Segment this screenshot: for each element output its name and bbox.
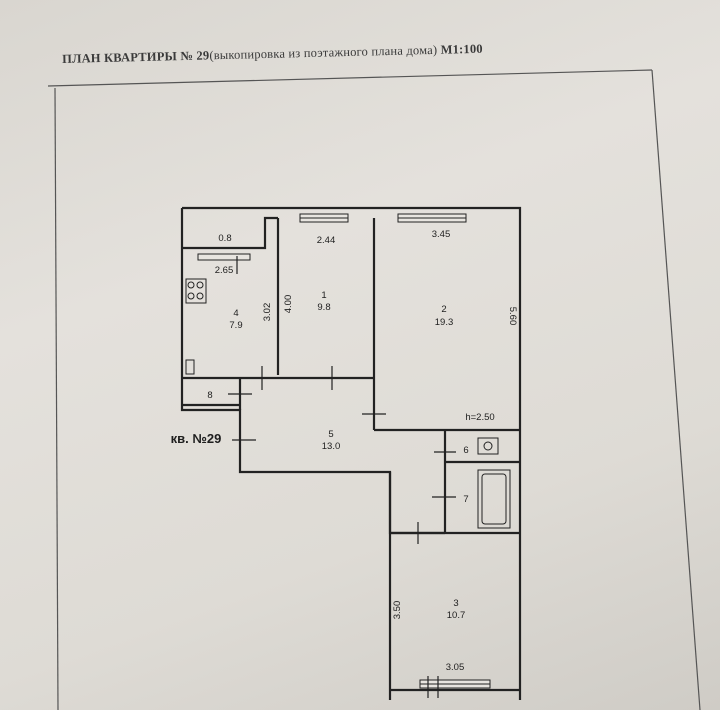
dim-kitchen-width: 2.65 [215,265,234,276]
outer-wall-left [180,208,392,700]
room6-number: 6 [463,445,468,456]
room3-area: 10.7 [447,610,466,621]
room5-area: 13.0 [322,441,341,452]
bathtub-icon [477,469,511,529]
room5-number: 5 [328,429,333,440]
room2-number: 2 [441,304,446,315]
room1-area: 9.8 [317,302,330,313]
room8-number: 8 [207,390,212,401]
balcony-wall [182,216,278,250]
dim-balcony: 0.8 [218,233,231,244]
windows [197,213,491,689]
room4-number: 4 [233,308,238,319]
room4-area: 7.9 [229,320,242,331]
walls [180,206,522,700]
frame-left-line [54,87,59,710]
bathroom-walls [443,430,520,533]
dim-kitchen-length: 3.02 [262,303,273,322]
room3-number: 3 [453,598,458,609]
room1-number: 1 [321,290,326,301]
dim-room1-width: 2.44 [317,235,336,246]
frame-right-line [651,69,701,710]
ceiling-height: h=2.50 [465,412,494,423]
toilet-icon [477,437,499,455]
plan-labels: 0.8 2.65 3.02 4 7.9 2.44 4.00 1 9.8 3.45… [171,229,518,673]
apartment-label: кв. №29 [171,431,222,446]
dim-room2-width: 3.45 [432,229,451,240]
frame-top-line [47,69,653,87]
room7-number: 7 [463,494,468,505]
outer-wall-top-right [182,206,522,700]
stove-icon [185,278,207,304]
window-kitchen [197,253,251,261]
sink-icon [185,359,195,375]
room2-area: 19.3 [435,317,454,328]
dim-room1-length: 4.00 [283,295,294,314]
dim-room3-length: 3.50 [392,601,403,620]
dim-room2-length: 5.60 [507,307,518,326]
dim-room3-width: 3.05 [446,662,465,673]
door-markers [228,256,456,698]
